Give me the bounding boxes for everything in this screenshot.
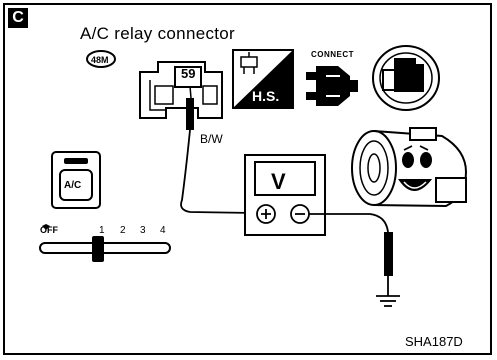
connector-id-label: 48M <box>91 55 109 65</box>
harness-side-label: H.S. <box>252 88 280 104</box>
connector-id-badge <box>86 50 116 68</box>
fan-speed-4: 4 <box>160 225 166 236</box>
compressor-icon <box>351 127 468 208</box>
ac-indicator-lamp <box>64 158 88 164</box>
terminal-59-cavity <box>174 66 202 88</box>
fan-speed-1: 1 <box>99 225 105 236</box>
wire-color-label: B/W <box>200 132 223 146</box>
diagram-title: A/C relay connector <box>80 24 235 43</box>
fan-speed-3: 3 <box>140 225 146 236</box>
ground-symbol <box>376 295 400 307</box>
connect-label: CONNECT <box>311 50 355 59</box>
fan-control-lever <box>39 224 171 262</box>
fan-icon <box>42 224 50 230</box>
connect-icon <box>306 66 358 106</box>
voltmeter <box>244 154 326 236</box>
fan-lever-knob <box>92 236 104 262</box>
fan-speed-2: 2 <box>120 225 126 236</box>
fan-speed-off: OFF <box>40 225 58 235</box>
ac-switch <box>51 151 101 209</box>
voltmeter-probe-negative <box>309 213 393 296</box>
ignition-on-icon <box>372 45 440 111</box>
terminal-number: 59 <box>181 66 196 81</box>
harness-side-icon <box>232 49 294 109</box>
voltmeter-probe-positive <box>180 85 256 214</box>
reference-code: SHA187D <box>405 334 463 349</box>
step-label: C <box>8 8 28 28</box>
relay-connector <box>139 61 223 119</box>
ignition-on-label: ON <box>400 68 417 80</box>
ac-switch-label: A/C <box>64 180 82 191</box>
diagram-frame <box>3 3 492 355</box>
voltmeter-label: V <box>271 169 286 194</box>
